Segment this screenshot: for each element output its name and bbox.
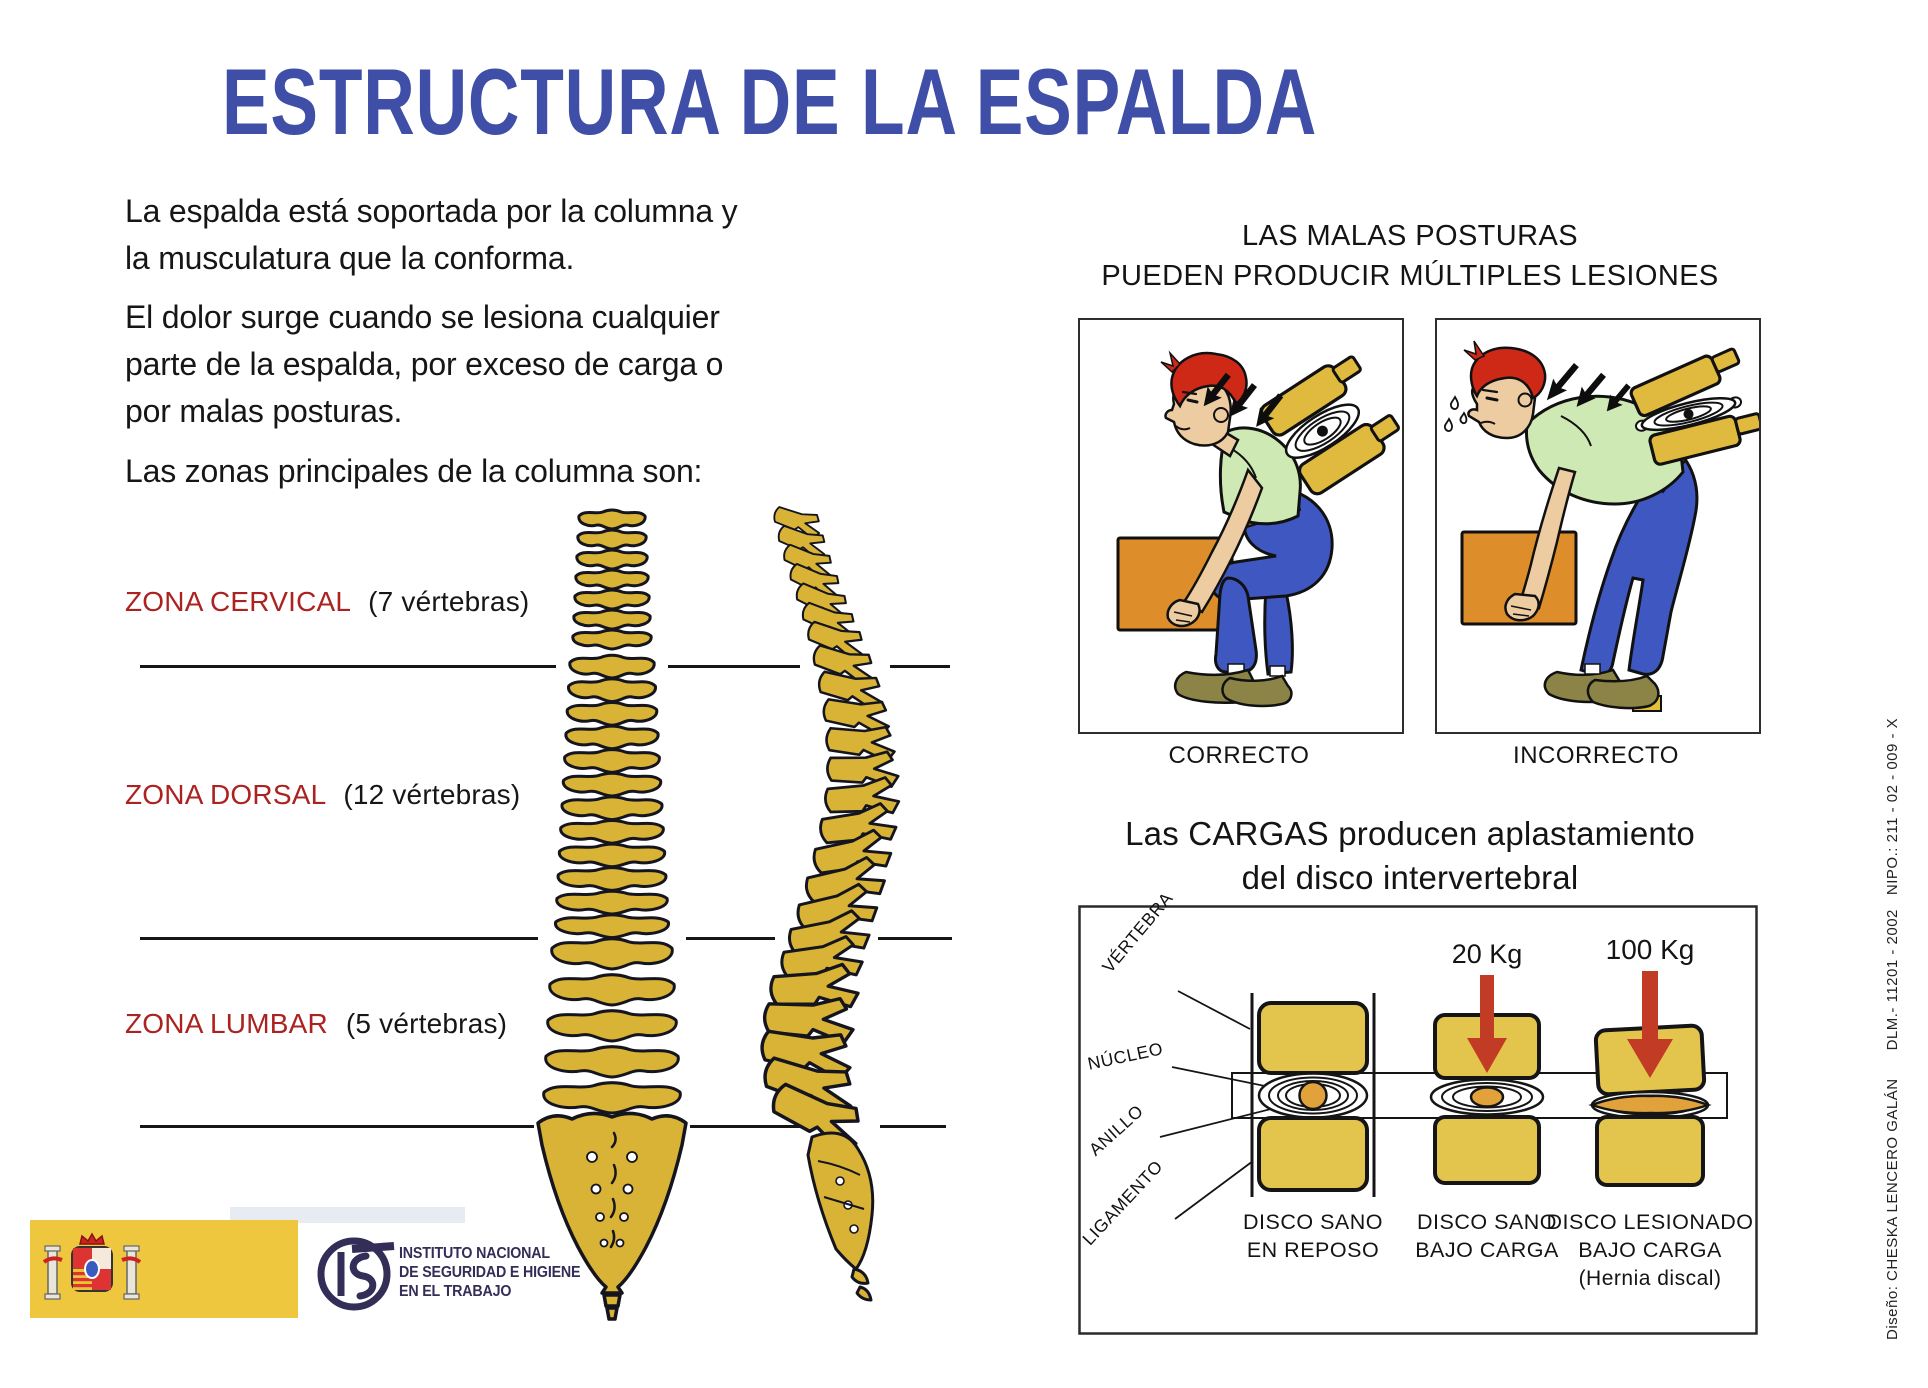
caption-disc2-line2: BAJO CARGA xyxy=(1415,1238,1559,1262)
zone-divider-line xyxy=(890,665,950,668)
institute-name: INSTITUTO NACIONAL DE SEGURIDAD E HIGIEN… xyxy=(399,1245,581,1300)
zone-dorsal-detail: (12 vértebras) xyxy=(343,779,521,810)
red-arrow-icon xyxy=(1467,1038,1507,1073)
zone-cervical-detail: (7 vértebras) xyxy=(368,586,530,617)
red-arrow-icon xyxy=(1642,971,1658,1041)
sacrum-front xyxy=(536,1111,688,1321)
spain-coat-of-arms-icon xyxy=(42,1232,142,1300)
red-arrow-icon xyxy=(1480,975,1494,1041)
weight-label-20kg: 20 Kg xyxy=(1452,939,1523,969)
correct-posture-illustration xyxy=(1116,350,1400,708)
weight-label-100kg: 100 Kg xyxy=(1606,934,1695,965)
zone-divider-line xyxy=(878,937,952,940)
loads-heading-line: Las CARGAS producen aplastamiento xyxy=(1125,815,1695,852)
zone-row-dorsal: ZONA DORSAL (12 vértebras) xyxy=(125,779,520,811)
intro-line: parte de la espalda, por exceso de carga… xyxy=(125,346,724,382)
disc-diagram: 20 Kg 100 Kg DISCO SANO EN REPOSO DISCO … xyxy=(1078,905,1758,1335)
credits-text: Diseño: CHESKA LENCERO GALÁN DLM.- 11201… xyxy=(1884,717,1901,1340)
correct-label: CORRECTO xyxy=(1168,742,1310,769)
intro-paragraph-1: La espalda está soportada por la columna… xyxy=(125,188,738,282)
zone-divider-line xyxy=(690,1125,808,1128)
zone-cervical-label: ZONA CERVICAL xyxy=(125,586,351,617)
zone-dorsal-label: ZONA DORSAL xyxy=(125,779,326,810)
zone-divider-line xyxy=(140,1125,534,1128)
nucleus xyxy=(1469,1086,1505,1108)
caption-disc3-line2: BAJO CARGA xyxy=(1578,1238,1722,1262)
incorrect-posture-panel xyxy=(1435,318,1761,734)
intro-line: El dolor surge cuando se lesiona cualqui… xyxy=(125,299,720,335)
nucleus xyxy=(1298,1080,1328,1111)
zone-row-lumbar: ZONA LUMBAR (5 vértebras) xyxy=(125,1008,507,1040)
zone-divider-line xyxy=(140,937,538,940)
intro-line: la musculatura que la conforma. xyxy=(125,240,575,276)
shoe xyxy=(1586,674,1660,710)
herniated-nucleus xyxy=(1588,1094,1712,1115)
ministry-logo: MINISTERIO DE TRABAJO Y ASUNTOS SOCIALES xyxy=(30,1220,298,1318)
hair xyxy=(1469,346,1547,400)
zone-row-cervical: ZONA CERVICAL (7 vértebras) xyxy=(125,586,529,618)
sacrum-side xyxy=(806,1131,875,1302)
disc-unit-healthy-rest xyxy=(1257,1001,1369,1192)
scan-artifact-strip xyxy=(230,1207,465,1223)
incorrect-posture-illustration xyxy=(1443,340,1759,712)
spine-front-illustration xyxy=(536,508,688,1321)
caption-disc3-line3: (Hernia discal) xyxy=(1579,1267,1722,1290)
disc-unit-injured-load: 100 Kg xyxy=(1588,934,1712,1187)
correct-posture-panel xyxy=(1078,318,1404,734)
loads-heading-line: del disco intervertebral xyxy=(1241,859,1579,896)
zone-divider-line xyxy=(140,665,556,668)
zone-lumbar-detail: (5 vértebras) xyxy=(345,1008,508,1039)
pressure-arrows-icon xyxy=(1203,372,1284,427)
pressure-arrows-icon xyxy=(1546,363,1631,412)
loads-heading: Las CARGAS producen aplastamiento del di… xyxy=(1060,812,1760,900)
insht-logo-icon xyxy=(317,1237,395,1311)
sweat-drops xyxy=(1443,395,1468,432)
disc-inset-compressed xyxy=(1629,347,1759,466)
caption-disc1-line2: EN REPOSO xyxy=(1247,1238,1379,1262)
red-arrow-icon xyxy=(1627,1039,1673,1078)
zone-lumbar-label: ZONA LUMBAR xyxy=(125,1008,328,1039)
zone-divider-line xyxy=(880,1125,946,1128)
incorrect-label: INCORRECTO xyxy=(1513,742,1679,769)
intro-paragraph-2: El dolor surge cuando se lesiona cualqui… xyxy=(125,294,723,435)
postures-heading: LAS MALAS POSTURAS PUEDEN PRODUCIR MÚLTI… xyxy=(1060,216,1760,296)
zone-divider-line xyxy=(686,937,775,940)
postures-heading-line: LAS MALAS POSTURAS xyxy=(1242,220,1578,252)
caption-disc3-line1: DISCO LESIONADO xyxy=(1546,1210,1753,1234)
intro-paragraph-3: Las zonas principales de la columna son: xyxy=(125,448,702,495)
disc-inset-healthy xyxy=(1259,355,1400,496)
intro-line: Las zonas principales de la columna son: xyxy=(125,453,703,489)
intro-line: por malas posturas. xyxy=(125,393,403,429)
intro-line: La espalda está soportada por la columna… xyxy=(125,193,738,229)
caption-disc2-line1: DISCO SANO xyxy=(1417,1210,1557,1234)
zone-divider-line xyxy=(668,665,800,668)
disc-unit-healthy-load: 20 Kg xyxy=(1429,939,1545,1185)
caption-disc1-line1: DISCO SANO xyxy=(1243,1210,1383,1234)
spine-side-illustration xyxy=(760,506,901,1302)
shoe xyxy=(1221,674,1293,708)
postures-heading-line: PUEDEN PRODUCIR MÚLTIPLES LESIONES xyxy=(1101,260,1719,292)
page-title: ESTRUCTURA DE LA ESPALDA xyxy=(222,49,1318,154)
